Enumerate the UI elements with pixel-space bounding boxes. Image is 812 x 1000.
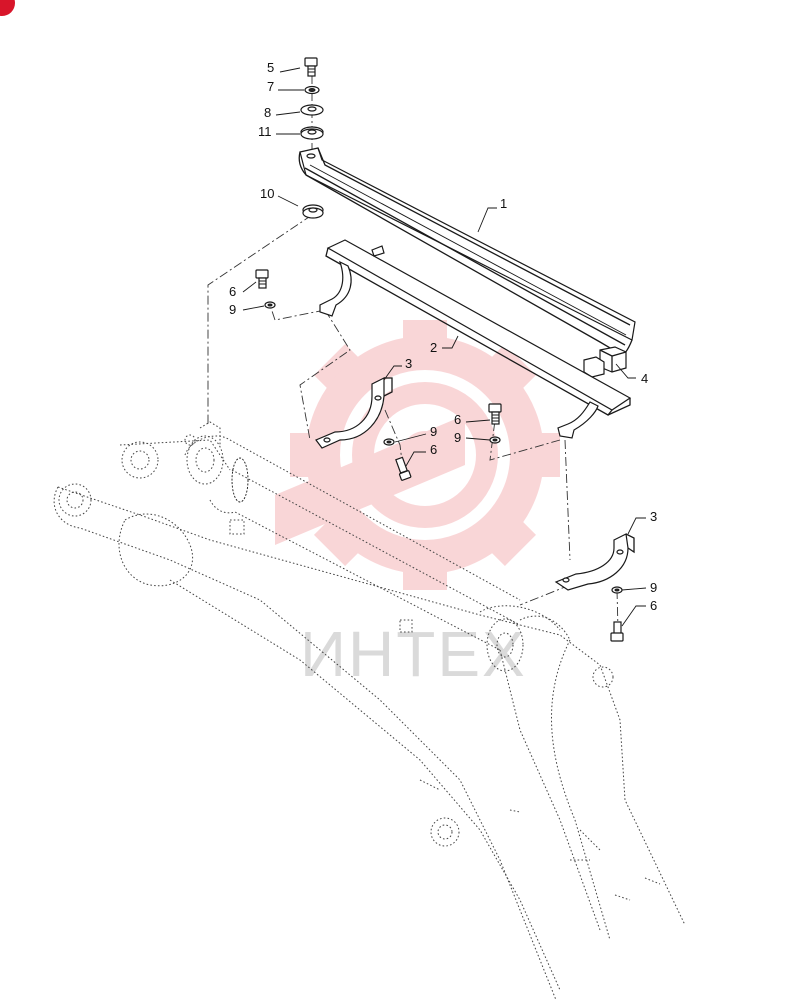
bolt-6-left xyxy=(255,269,269,289)
callout-10: 10 xyxy=(260,186,274,201)
callout-11: 11 xyxy=(258,124,272,139)
callout-9-left: 9 xyxy=(229,302,236,317)
callout-5: 5 xyxy=(267,60,274,75)
callout-9-lower: 9 xyxy=(650,580,657,595)
washer-9-lower xyxy=(611,586,623,594)
bracket-3-lower xyxy=(554,533,635,591)
callout-6-lower: 6 xyxy=(650,598,657,613)
callout-3-upper: 3 xyxy=(405,356,412,371)
callout-3-lower: 3 xyxy=(650,509,657,524)
callout-9-center: 9 xyxy=(430,424,437,439)
callout-6-left: 6 xyxy=(229,284,236,299)
end-cap-4 xyxy=(583,346,627,378)
bolt-5 xyxy=(304,57,318,77)
washer-9-mid xyxy=(489,436,501,444)
callout-4: 4 xyxy=(641,371,648,386)
cylinder-outline xyxy=(184,421,571,672)
bolt-6-center xyxy=(395,456,412,481)
callout-8: 8 xyxy=(264,105,271,120)
bolt-6-lower xyxy=(610,621,624,642)
bracket-3-upper xyxy=(315,377,393,449)
callout-leaders xyxy=(242,67,647,627)
callout-labels: 5 7 8 11 10 1 6 9 2 3 4 6 9 9 6 3 9 6 xyxy=(229,60,657,613)
gear-logo-icon xyxy=(275,320,560,590)
callout-1: 1 xyxy=(500,196,507,211)
washer-7 xyxy=(304,85,320,95)
washer-8 xyxy=(300,104,324,116)
callout-7: 7 xyxy=(267,79,274,94)
mounting-plate-2 xyxy=(319,239,632,439)
callout-6-center: 6 xyxy=(430,442,437,457)
bolt-6-mid xyxy=(488,403,502,425)
callout-9-mid: 9 xyxy=(454,430,461,445)
boom-outline xyxy=(53,439,686,1000)
washer-10 xyxy=(302,204,324,219)
washer-11 xyxy=(300,126,324,140)
watermark-text: ИНТЕХ xyxy=(300,618,527,690)
washer-9-center xyxy=(383,438,395,446)
callout-6-mid: 6 xyxy=(454,412,461,427)
washer-9-left xyxy=(264,301,276,309)
callout-2: 2 xyxy=(430,340,437,355)
badge-icon xyxy=(0,0,15,16)
